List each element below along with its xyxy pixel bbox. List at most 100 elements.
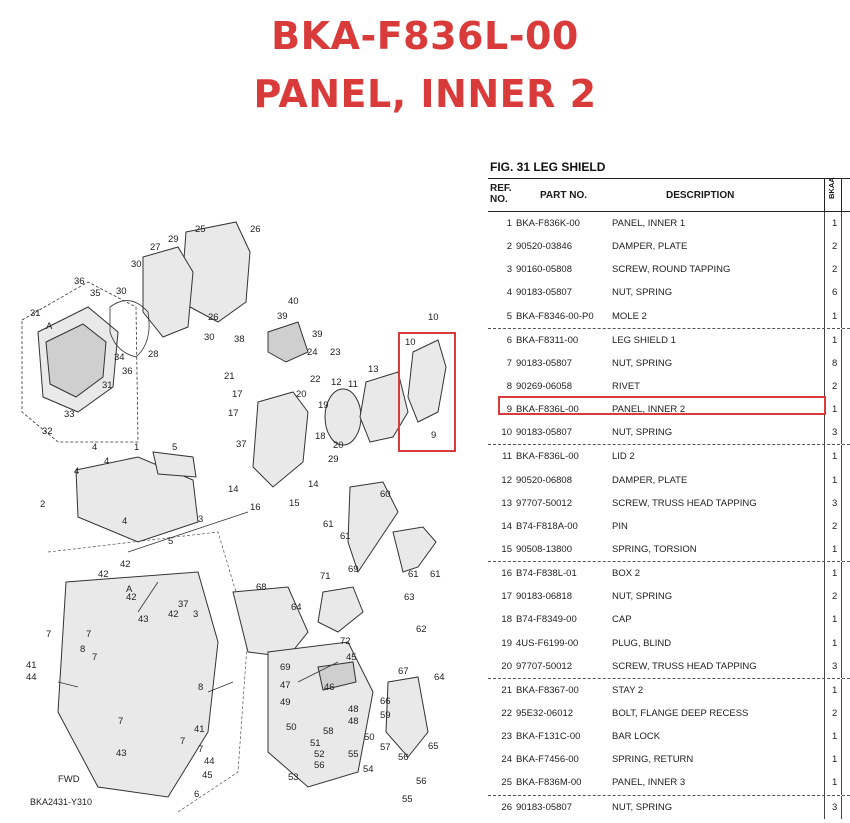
- cell-part: B74-F818A-00: [516, 520, 578, 532]
- cell-desc: RIVET: [612, 380, 640, 392]
- cell-qty: 1: [832, 754, 838, 766]
- cell-ref: 9: [506, 404, 512, 416]
- cell-part: 90183-05807: [516, 427, 572, 439]
- qty-column-border: [824, 678, 842, 702]
- diagram-leg-shield: [21, 221, 456, 813]
- header-description: DESCRIPTION: [666, 190, 735, 201]
- cell-ref: 5: [506, 310, 512, 322]
- callout-61: 61: [323, 519, 334, 530]
- cell-ref: 25: [501, 777, 512, 789]
- callout-16: 16: [250, 502, 261, 513]
- part-code-title: BKA-F836L-00: [271, 14, 579, 58]
- callout-14: 14: [308, 479, 319, 490]
- qty-column-border: [824, 491, 842, 515]
- callout-37b: 37: [178, 599, 189, 610]
- callout-26b: 26: [208, 312, 219, 323]
- callout-3b: 3: [193, 609, 198, 620]
- callout-49: 49: [280, 697, 291, 708]
- exploded-parts-diagram: 25 26 29 27 30 36 35 30 31 A 34 36 28 30…: [18, 212, 470, 817]
- callout-34: 34: [114, 352, 125, 363]
- callout-5: 5: [172, 442, 177, 453]
- cell-part: B74-F838L-01: [516, 568, 577, 580]
- cell-desc: PLUG, BLIND: [612, 637, 672, 649]
- cell-qty: 1: [832, 614, 838, 626]
- callout-56c: 56: [416, 776, 427, 787]
- cell-qty: 1: [832, 334, 838, 346]
- cell-part: 90520-03846: [516, 241, 572, 253]
- cell-desc: PANEL, INNER 3: [612, 777, 686, 789]
- cell-part: BKA-F8367-00: [516, 684, 579, 696]
- cell-part: 90269-06058: [516, 380, 572, 392]
- callout-28: 28: [148, 349, 159, 360]
- callout-71: 71: [320, 571, 331, 582]
- cell-ref: 16: [501, 568, 512, 580]
- cell-desc: DAMPER, PLATE: [612, 241, 688, 253]
- qty-column-border: [824, 608, 842, 632]
- cell-part: 97707-50012: [516, 660, 572, 672]
- qty-column-border: [824, 631, 842, 655]
- cell-qty: 2: [832, 520, 838, 532]
- cell-qty: 3: [832, 801, 838, 813]
- cell-qty: 1: [832, 404, 838, 416]
- callout-10: 10: [428, 312, 439, 323]
- cell-desc: PIN: [612, 520, 628, 532]
- callout-4d: 4: [122, 516, 127, 527]
- cell-qty: 1: [832, 731, 838, 743]
- callout-26: 26: [250, 224, 261, 235]
- callout-40: 40: [288, 296, 299, 307]
- callout-48b: 48: [348, 716, 359, 727]
- callout-33: 33: [64, 409, 75, 420]
- callout-64b: 64: [434, 672, 445, 683]
- figure-title: FIG. 31 LEG SHIELD: [490, 160, 606, 174]
- cell-desc: STAY 2: [612, 684, 644, 696]
- cell-desc: CAP: [612, 614, 632, 626]
- cell-part: BKA-F836M-00: [516, 777, 582, 789]
- cell-desc: PANEL, INNER 1: [612, 218, 686, 229]
- callout-66: 66: [380, 696, 391, 707]
- cell-part: BKA-F7456-00: [516, 754, 579, 766]
- qty-column-border: [824, 562, 842, 586]
- cell-ref: 13: [501, 497, 512, 509]
- qty-column-border: [824, 725, 842, 749]
- cell-part: 90160-05808: [516, 264, 572, 276]
- cell-ref: 1: [506, 218, 512, 229]
- callout-7b: 7: [86, 629, 91, 640]
- cell-part: 90183-05807: [516, 801, 572, 813]
- qty-column-border: [824, 445, 842, 469]
- cell-ref: 15: [501, 543, 512, 555]
- callout-30: 30: [131, 259, 142, 270]
- callout-69b: 69: [280, 662, 291, 673]
- callout-7d: 7: [118, 716, 123, 727]
- callout-65: 65: [428, 741, 439, 752]
- callout-51: 51: [310, 738, 321, 749]
- callout-42c: 42: [126, 592, 137, 603]
- cell-qty: 3: [832, 497, 838, 509]
- callout-55: 55: [348, 749, 359, 760]
- callout-A2: A: [126, 584, 133, 595]
- callout-54: 54: [363, 764, 374, 775]
- callout-5b: 5: [168, 536, 173, 547]
- callout-38: 38: [234, 334, 245, 345]
- callout-29b: 29: [328, 454, 339, 465]
- cell-desc: BAR LOCK: [612, 731, 661, 743]
- callout-36: 36: [74, 276, 85, 287]
- qty-column-border: [824, 374, 842, 399]
- callout-56b: 56: [398, 752, 409, 763]
- cell-qty: 1: [832, 568, 838, 580]
- qty-column-border: [824, 748, 842, 772]
- cell-part: BKA-F8311-00: [516, 334, 579, 346]
- callout-61d: 61: [430, 569, 441, 580]
- cell-ref: 10: [501, 427, 512, 439]
- callout-61c: 61: [408, 569, 419, 580]
- cell-desc: BOLT, FLANGE DEEP RECESS: [612, 707, 749, 719]
